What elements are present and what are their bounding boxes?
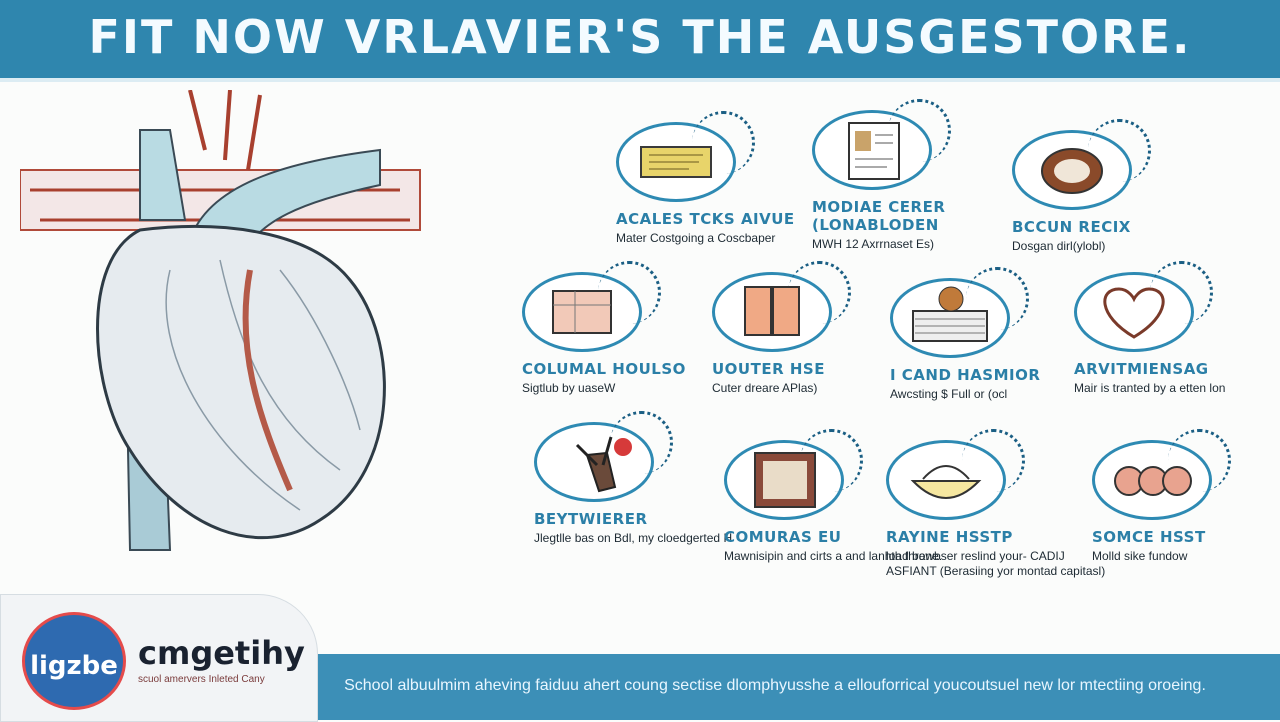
topic-item-2: MODIAE CERER (LONABLODEN MWH 12 Axrrnase…	[812, 99, 1042, 252]
topic-item-3: BCCUN RECIX Dosgan dirl(ylobl)	[1012, 119, 1242, 254]
rolls-icon	[1114, 466, 1192, 496]
document-icon	[848, 122, 900, 180]
topic-item-7: ARVITMIENSAG Mair is tranted by a etten …	[1074, 261, 1280, 396]
brand-badge: ligzbe	[22, 612, 126, 710]
topic-heading: ARVITMIENSAG	[1074, 360, 1209, 378]
page-title: FIT NOW VRLAVIER'S THE AUSGESTORE.	[88, 10, 1192, 64]
brand-subtitle: scuol amervers Inleted Cany	[138, 674, 265, 685]
topic-item-8: BEYTWIERER Jlegtlle bas on Bdl, my cloed…	[534, 411, 764, 546]
topic-desc: Mawnisipin and cirts a and lanhth fhrone…	[724, 549, 943, 563]
topic-heading: BCCUN RECIX	[1012, 218, 1131, 236]
topic-desc: Dosgan dirl(ylobl)	[1012, 239, 1106, 253]
topic-heading: UOUTER HSE	[712, 360, 825, 378]
topic-item-4: COLUMAL HOULSO Sigtlub by uaseW	[522, 261, 752, 396]
topic-desc: Mater Costgoing a Coscbaper	[616, 231, 776, 245]
heart-icon	[1103, 287, 1165, 339]
topic-heading: COMURAS EU	[724, 528, 842, 546]
topic-heading: MODIAE CERER (LONABLODEN	[812, 198, 946, 234]
ticket-icon	[640, 146, 712, 178]
heart-illustration	[20, 90, 421, 551]
papers-icon	[912, 286, 988, 342]
pulmonary-vessel	[139, 129, 187, 221]
topic-heading: I CAND HASMIOR	[890, 366, 1041, 384]
brand-name: cmgetihy	[138, 634, 305, 672]
topic-desc: load bawbser reslind your- CADIJ ASFIANT…	[886, 549, 1106, 578]
box-icon	[552, 290, 612, 334]
footer-tagline: School albuulmim aheving faiduu ahert co…	[344, 677, 1206, 694]
topic-desc: MWH 12 Axrrnaset Es)	[812, 237, 935, 251]
topic-heading: ACALES TCKS AIVUE	[616, 210, 795, 228]
topic-item-10: RAYINE HSSTP load bawbser reslind your- …	[886, 429, 1116, 579]
topic-desc: Awcsting $ Full or (ocl	[890, 387, 1008, 401]
topic-desc: Sigtlub by uaseW	[522, 381, 616, 395]
book-icon	[744, 286, 800, 336]
topic-item-11: SOMCE HSST Molld sike fundow	[1092, 429, 1280, 564]
coronary-artery	[242, 269, 293, 492]
topic-heading: SOMCE HSST	[1092, 528, 1206, 546]
topic-item-9: COMURAS EU Mawnisipin and cirts a and la…	[724, 429, 954, 564]
bowl-icon	[910, 465, 982, 499]
topic-item-6: I CAND HASMIOR Awcsting $ Full or (ocl	[890, 267, 1120, 402]
brand-mark: ligzbe	[30, 651, 118, 681]
heart-body	[96, 225, 386, 540]
topic-desc: Jlegtlle bas on Bdl, my cloedgerted H	[534, 531, 733, 545]
topic-item-1: ACALES TCKS AIVUE Mater Costgoing a Cosc…	[616, 111, 846, 246]
topic-heading: RAYINE HSSTP	[886, 528, 1013, 546]
coin-icon	[1041, 148, 1103, 194]
topic-desc: Mair is tranted by a etten lon	[1074, 381, 1226, 395]
topic-heading: BEYTWIERER	[534, 510, 648, 528]
topic-desc: Molld sike fundow	[1092, 549, 1188, 563]
topic-heading: COLUMAL HOULSO	[522, 360, 686, 378]
tools-icon	[575, 436, 632, 493]
frame-icon	[754, 452, 816, 508]
topic-item-5: UOUTER HSE Cuter dreare APlas)	[712, 261, 942, 396]
title-banner: FIT NOW VRLAVIER'S THE AUSGESTORE.	[0, 0, 1280, 82]
topic-desc: Cuter dreare APlas)	[712, 381, 818, 395]
